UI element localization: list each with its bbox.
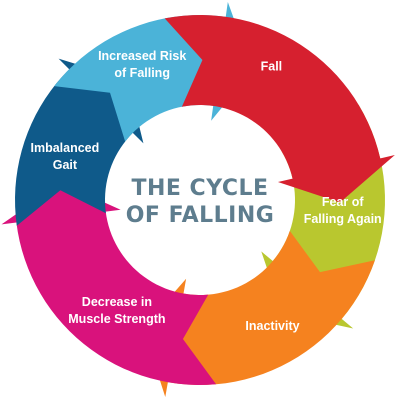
segment-arrow-imbalanced-gait (15, 58, 144, 226)
segment-arrow-fall (164, 15, 395, 203)
segment-arrow-inactivity (143, 230, 375, 397)
segment-label-line: Increased Risk (98, 49, 186, 63)
segment-label-line: Gait (53, 158, 78, 172)
segment-label-increased-risk-of-falling: Increased Risk of Falling (98, 49, 186, 80)
segment-label-line: Inactivity (245, 319, 299, 333)
segment-label-inactivity: Inactivity (245, 319, 299, 333)
segment-label-line: Fear of (322, 195, 365, 209)
center-title-line: THE CYCLE (131, 176, 268, 201)
segment-label-decrease-in-muscle-strength: Decrease in Muscle Strength (68, 295, 165, 326)
segment-label-line: Decrease in (82, 295, 152, 309)
segment-label-fall: Fall (261, 59, 283, 73)
segment-label-line: Imbalanced (31, 141, 100, 155)
segment-arrow-decrease-in-muscle-strength (1, 182, 217, 385)
segment-label-line: Muscle Strength (68, 312, 165, 326)
center-title-line: OF FALLING (126, 203, 275, 228)
segment-label-line: Fall (261, 59, 283, 73)
segment-label-fear-of-falling-again: Fear of Falling Again (304, 195, 382, 226)
segment-label-line: of Falling (114, 66, 170, 80)
segment-label-line: Falling Again (304, 212, 382, 226)
